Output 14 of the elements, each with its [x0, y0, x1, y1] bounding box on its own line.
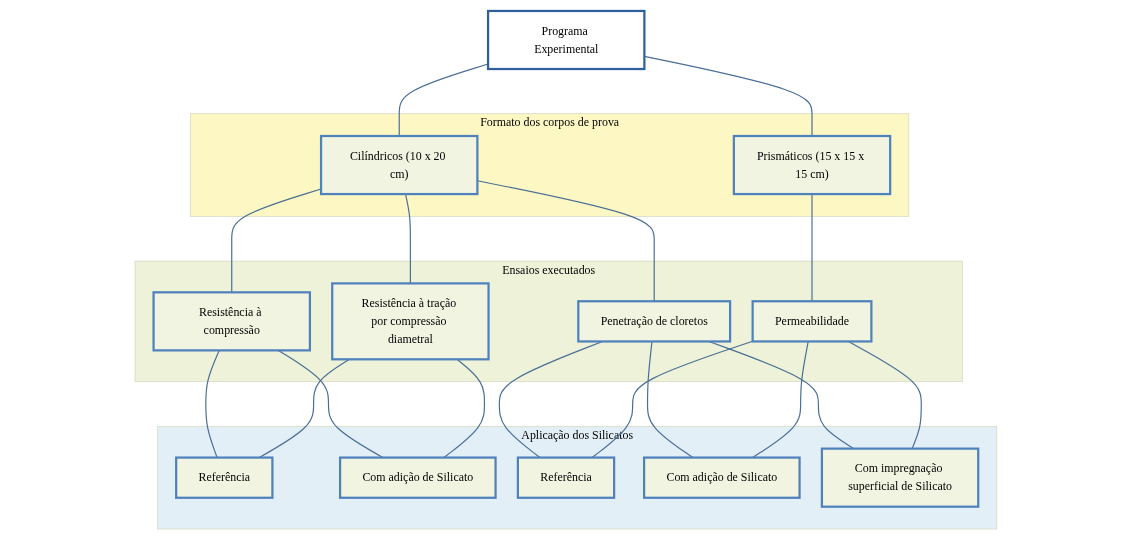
node-box: Permeabilidade [751, 300, 873, 343]
node-box: Referência [516, 456, 615, 499]
node-box: Cilíndricos (10 x 20 cm) [319, 134, 479, 196]
node-box: Prismáticos (15 x 15 x 15 cm) [732, 134, 891, 196]
node-box: Com adição de Silicato [642, 456, 801, 499]
node-box: Referência [174, 456, 274, 499]
node-box: Com adição de Silicato [338, 456, 497, 499]
node-box: Resistência à compressão [152, 291, 311, 352]
node-box: Com impregnação superficial de Silicato [820, 447, 979, 508]
node-box: Penetração de cloretos [576, 300, 731, 343]
node-box: Resistência à tração por compressão diametral [330, 282, 490, 361]
connector [643, 55, 813, 137]
node-box: Programa Experimental [486, 9, 646, 71]
connector [476, 180, 655, 302]
